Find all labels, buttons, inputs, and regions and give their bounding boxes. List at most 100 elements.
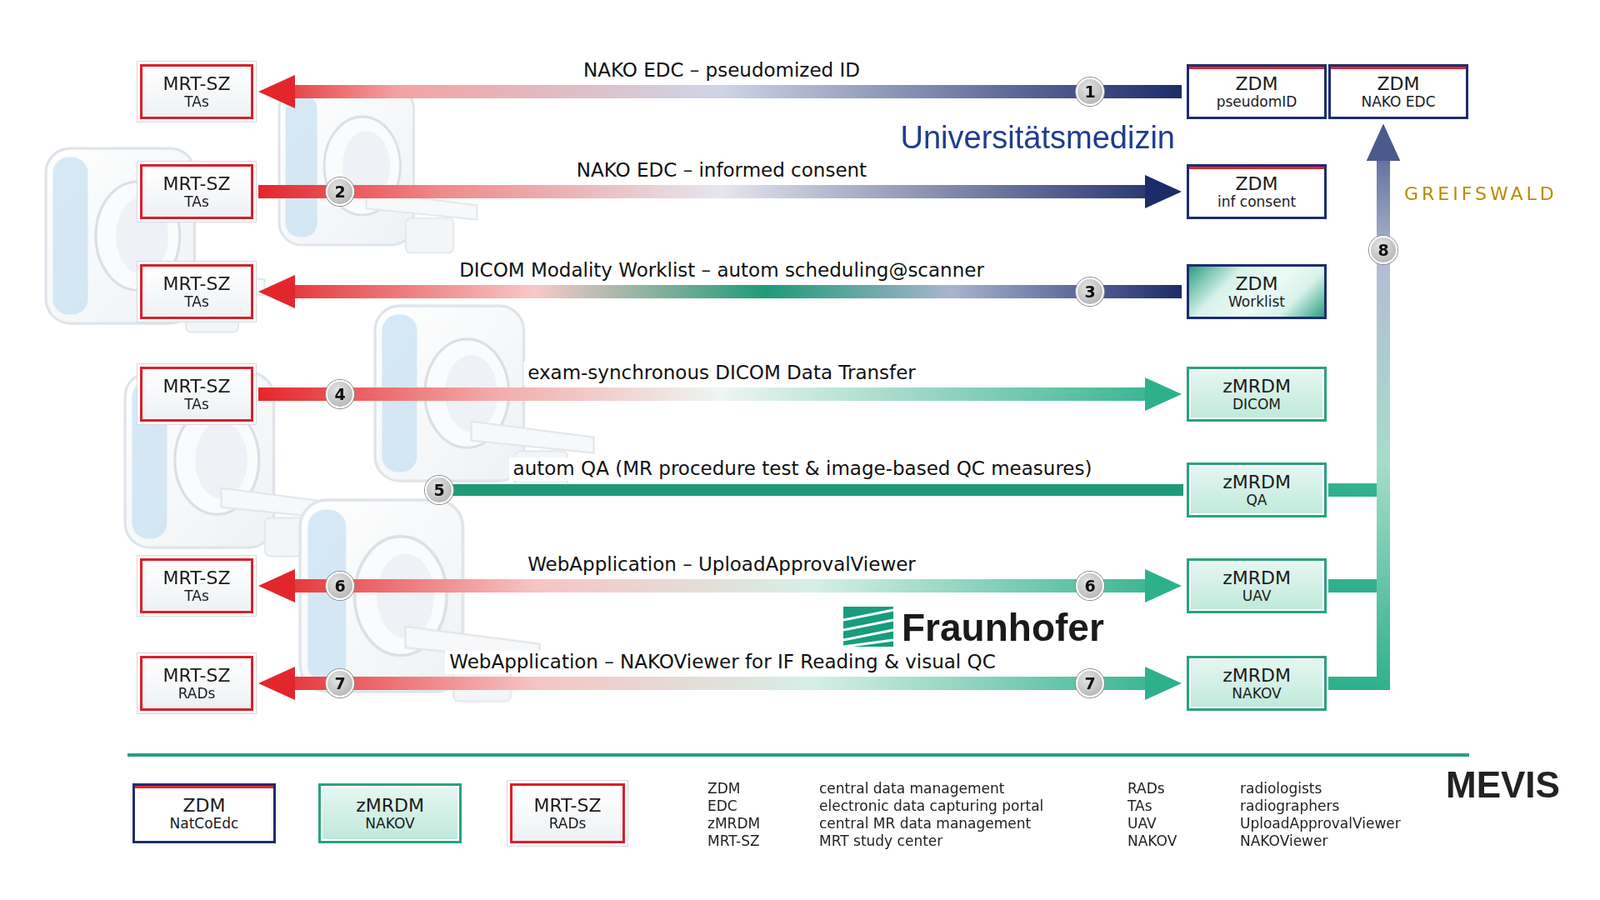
fraunhofer-icon (843, 606, 894, 647)
box-subtitle: TAs (184, 294, 210, 311)
mr-data-box: zMRDMUAV (1186, 558, 1327, 614)
arrowhead (1145, 377, 1182, 411)
box-subtitle: TAs (184, 396, 210, 414)
abbreviation: NAKOViewer (1240, 832, 1328, 850)
separator-rule (127, 753, 1470, 757)
connector-shaft (1328, 159, 1384, 586)
box-title: zMRDM (355, 795, 425, 816)
abbreviation: radiographers (1240, 797, 1340, 815)
connector-shaft (258, 387, 1147, 401)
box-subtitle: NAKO EDC (1360, 94, 1435, 111)
box-subtitle: inf consent (1217, 194, 1296, 211)
box-subtitle: RADs (549, 815, 587, 833)
box-subtitle: TAs (184, 588, 210, 605)
abbreviation: UploadApprovalViewer (1240, 815, 1401, 832)
abbreviation: ZDM (707, 780, 740, 797)
box-subtitle: NatCoEdc (170, 815, 240, 833)
data-management-box: ZDMpseudomID (1186, 64, 1327, 120)
box-title: MRT-SZ (162, 375, 230, 397)
box-title: MRT-SZ (162, 273, 230, 295)
box-title: ZDM (1377, 73, 1420, 95)
box-title: zMRDM (1222, 567, 1291, 589)
data-management-box: ZDMNAKO EDC (1328, 64, 1469, 120)
logo-text: MEVIS (1445, 766, 1560, 804)
callout-number: 1 (1075, 77, 1105, 106)
box-title: zMRDM (1222, 471, 1291, 493)
callout-number: 7 (1075, 669, 1105, 698)
arrow-label: NAKO EDC – pseudomized ID (579, 59, 865, 83)
box-title: ZDM (1235, 73, 1279, 95)
box-title: ZDM (1235, 273, 1279, 295)
box-subtitle: pseudomID (1216, 94, 1298, 111)
callout-number: 6 (1075, 571, 1105, 600)
box-subtitle: NAKOV (1231, 685, 1281, 703)
box-subtitle: DICOM (1232, 396, 1281, 414)
worklist-box: ZDMWorklist (1186, 264, 1327, 320)
abbreviation: electronic data capturing portal (819, 797, 1044, 815)
callout-number: 8 (1369, 235, 1398, 265)
study-center-box: MRT-SZRADs (510, 783, 625, 844)
connector-shaft (293, 579, 1147, 593)
logo-stripes (843, 610, 894, 647)
abbreviation: MRT study center (819, 832, 943, 850)
arrowhead (258, 275, 295, 309)
box-subtitle: TAs (184, 194, 210, 211)
study-center-box: MRT-SZTAs (140, 164, 254, 220)
data-management-box: ZDMinf consent (1186, 164, 1327, 220)
abbreviation: UAV (1127, 815, 1157, 832)
arrowhead (1366, 124, 1400, 161)
arrowhead (258, 666, 295, 700)
box-title: zMRDM (1222, 375, 1291, 397)
connector-shaft (293, 285, 1182, 299)
arrowhead (1366, 124, 1400, 161)
callout-number: 2 (325, 177, 355, 206)
mr-data-box: zMRDMDICOM (1186, 366, 1327, 422)
arrow-label: exam-synchronous DICOM Data Transfer (523, 361, 920, 385)
abbreviation: zMRDM (707, 815, 760, 832)
arrowhead (1145, 666, 1182, 700)
box-title: ZDM (183, 795, 226, 816)
callout-number: 7 (325, 669, 355, 698)
connector-shaft (293, 85, 1182, 99)
abbreviation: RADs (1127, 780, 1165, 797)
study-center-box: MRT-SZTAs (140, 64, 254, 120)
connector-shaft (258, 185, 1147, 199)
logo-block (843, 606, 894, 647)
box-title: MRT-SZ (162, 567, 230, 589)
logo-text: Universitätsmedizin (900, 121, 1175, 154)
arrow-label: NAKO EDC – informed consent (572, 159, 871, 183)
abbreviation: central MR data management (819, 815, 1031, 832)
box-subtitle: QA (1245, 492, 1267, 510)
mri-scanner (279, 86, 478, 254)
connector-shaft (293, 676, 1147, 690)
arrow-label: DICOM Modality Worklist – autom scheduli… (455, 259, 989, 283)
arrow-label: WebApplication – NAKOViewer for IF Readi… (445, 650, 1000, 675)
qa-line (439, 484, 1184, 496)
mri-scanner (45, 148, 265, 333)
box-subtitle: TAs (184, 94, 210, 111)
arrowhead (1366, 124, 1400, 161)
logo-text: Fraunhofer (901, 608, 1105, 647)
box-subtitle: NAKOV (365, 815, 415, 833)
abbreviation: central data management (819, 780, 1005, 797)
arrow-label: autom QA (MR procedure test & image-base… (509, 457, 1097, 481)
arrowhead (258, 75, 295, 109)
logo-text: GREIFSWALD (1404, 185, 1558, 204)
box-title: MRT-SZ (162, 173, 230, 195)
callout-number: 3 (1075, 277, 1105, 306)
arrowhead (1145, 175, 1182, 209)
box-title: zMRDM (1222, 665, 1291, 686)
abbreviation: NAKOV (1127, 832, 1177, 850)
box-subtitle: Worklist (1228, 294, 1285, 311)
mr-data-box: zMRDMQA (1186, 462, 1327, 518)
box-title: MRT-SZ (533, 795, 601, 816)
callout-number: 5 (425, 475, 454, 505)
connector-arrow (1328, 124, 1400, 684)
callout-number: 4 (325, 380, 355, 409)
abbreviation: TAs (1127, 797, 1153, 815)
box-title: MRT-SZ (162, 665, 230, 686)
arrow-label: WebApplication – UploadApprovalViewer (523, 553, 920, 577)
abbreviation: EDC (707, 797, 738, 815)
